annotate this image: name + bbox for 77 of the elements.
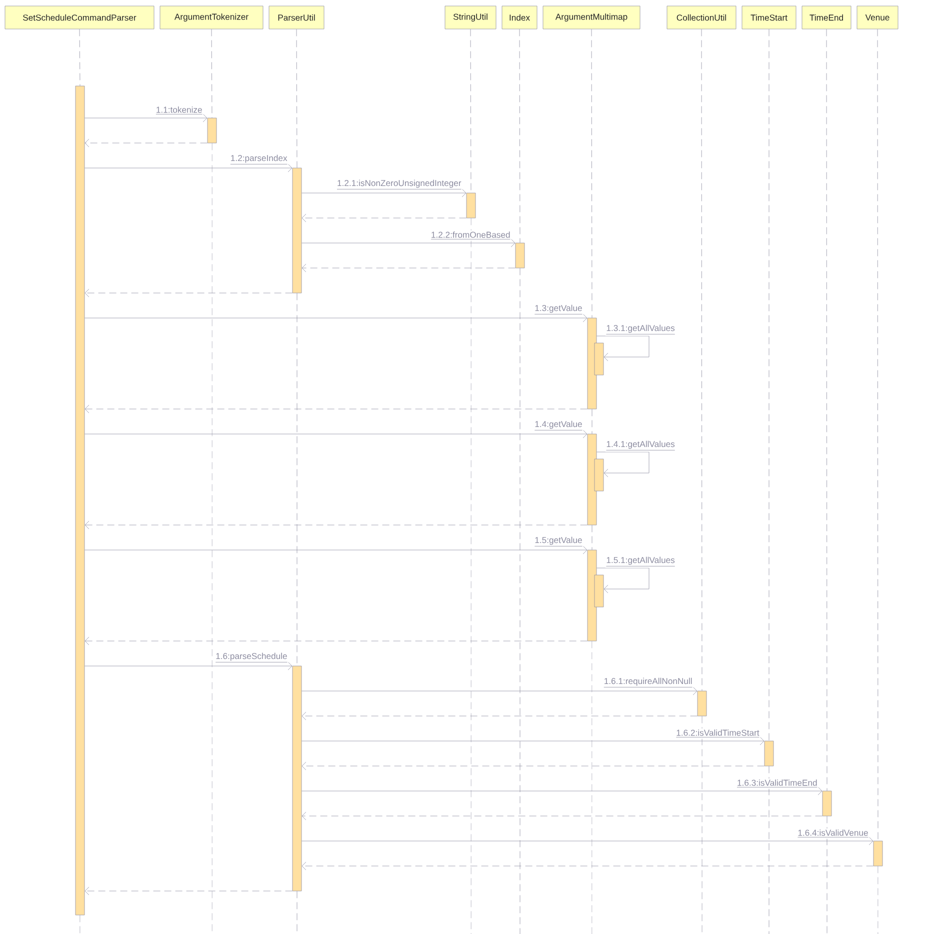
message-arrow	[84, 114, 208, 122]
return-arrow	[84, 636, 588, 646]
message-arrow	[302, 786, 822, 796]
return-arrow	[302, 862, 874, 870]
lifeline-header: TimeStart	[742, 6, 796, 30]
lifeline-header: TimeEnd	[802, 6, 852, 30]
return-arrow	[302, 812, 822, 820]
message-arrow	[302, 836, 874, 846]
lifeline-header: StringUtil	[444, 6, 496, 30]
return-arrow	[302, 762, 764, 770]
lifeline	[826, 816, 828, 934]
lifeline	[877, 29, 878, 841]
message-label: 1.6.4:isValidVenue	[796, 828, 870, 839]
message-label: 1.3.1:getAllValues	[605, 324, 676, 336]
activation-bar	[466, 192, 476, 218]
return-arrow	[84, 288, 292, 298]
activation-bar	[594, 458, 604, 492]
lifeline-header: Venue	[856, 6, 898, 30]
activation-bar	[292, 168, 302, 294]
lifeline	[211, 29, 212, 118]
lifeline	[826, 29, 828, 791]
return-arrow	[84, 886, 292, 896]
message-label: 1.1:tokenize	[154, 105, 204, 116]
lifeline-header: CollectionUtil	[666, 6, 736, 30]
lifeline-header: ArgumentTokenizer	[160, 6, 264, 30]
lifeline-header: ArgumentMultimap	[542, 6, 640, 30]
activation-bar	[515, 242, 525, 268]
lifeline	[519, 29, 520, 243]
message-label: 1.2.1:isNonZeroUnsignedInteger	[336, 178, 462, 191]
lifeline	[296, 29, 298, 168]
message-label: 1.4.1:getAllValues	[605, 440, 676, 452]
message-arrow	[302, 238, 516, 248]
activation-bar	[697, 690, 707, 716]
self-call-arrow	[596, 568, 650, 594]
return-arrow	[84, 404, 588, 414]
activation-bar	[292, 666, 302, 892]
return-arrow	[302, 712, 698, 720]
return-arrow	[302, 264, 516, 272]
message-label: 1.6.3:isValidTimeEnd	[736, 778, 818, 789]
return-arrow	[302, 214, 466, 222]
message-arrow	[84, 164, 292, 172]
activation-bar	[764, 740, 774, 766]
message-arrow	[84, 662, 292, 670]
lifeline	[470, 218, 472, 934]
message-label: 1.2:parseIndex	[229, 154, 288, 166]
message-label: 1.6.2:isValidTimeStart	[675, 728, 760, 739]
lifeline-header: ParserUtil	[268, 6, 324, 30]
activation-bar	[207, 118, 217, 144]
message-arrow	[302, 686, 698, 696]
message-label: 1.3:getValue	[534, 304, 584, 316]
message-arrow	[302, 736, 764, 746]
lifeline	[591, 29, 592, 318]
self-call-arrow	[596, 336, 650, 362]
message-arrow	[84, 546, 588, 554]
lifeline	[296, 891, 298, 934]
activation-bar	[822, 790, 832, 816]
lifeline	[79, 29, 80, 86]
message-label: 1.2.2:fromOneBased	[430, 230, 512, 241]
message-arrow	[302, 188, 466, 198]
return-arrow	[84, 138, 208, 148]
activation-bar	[594, 574, 604, 608]
lifeline	[701, 29, 702, 691]
message-label: 1.6.1:requireAllNonNull	[602, 676, 694, 689]
message-label: 1.5:getValue	[534, 536, 584, 548]
activation-bar	[594, 342, 604, 376]
self-call-arrow	[596, 452, 650, 478]
message-label: 1.4:getValue	[534, 420, 584, 432]
lifeline-header: Index	[502, 6, 538, 30]
return-arrow	[84, 520, 588, 530]
lifeline-header: SetScheduleCommandParser	[4, 6, 154, 30]
activation-bar	[873, 840, 883, 866]
message-label: 1.5.1:getAllValues	[605, 556, 676, 568]
message-label: 1.6:parseSchedule	[214, 652, 288, 664]
lifeline	[768, 766, 770, 934]
activation-bar	[75, 86, 85, 916]
message-arrow	[84, 314, 588, 322]
message-arrow	[84, 430, 588, 438]
